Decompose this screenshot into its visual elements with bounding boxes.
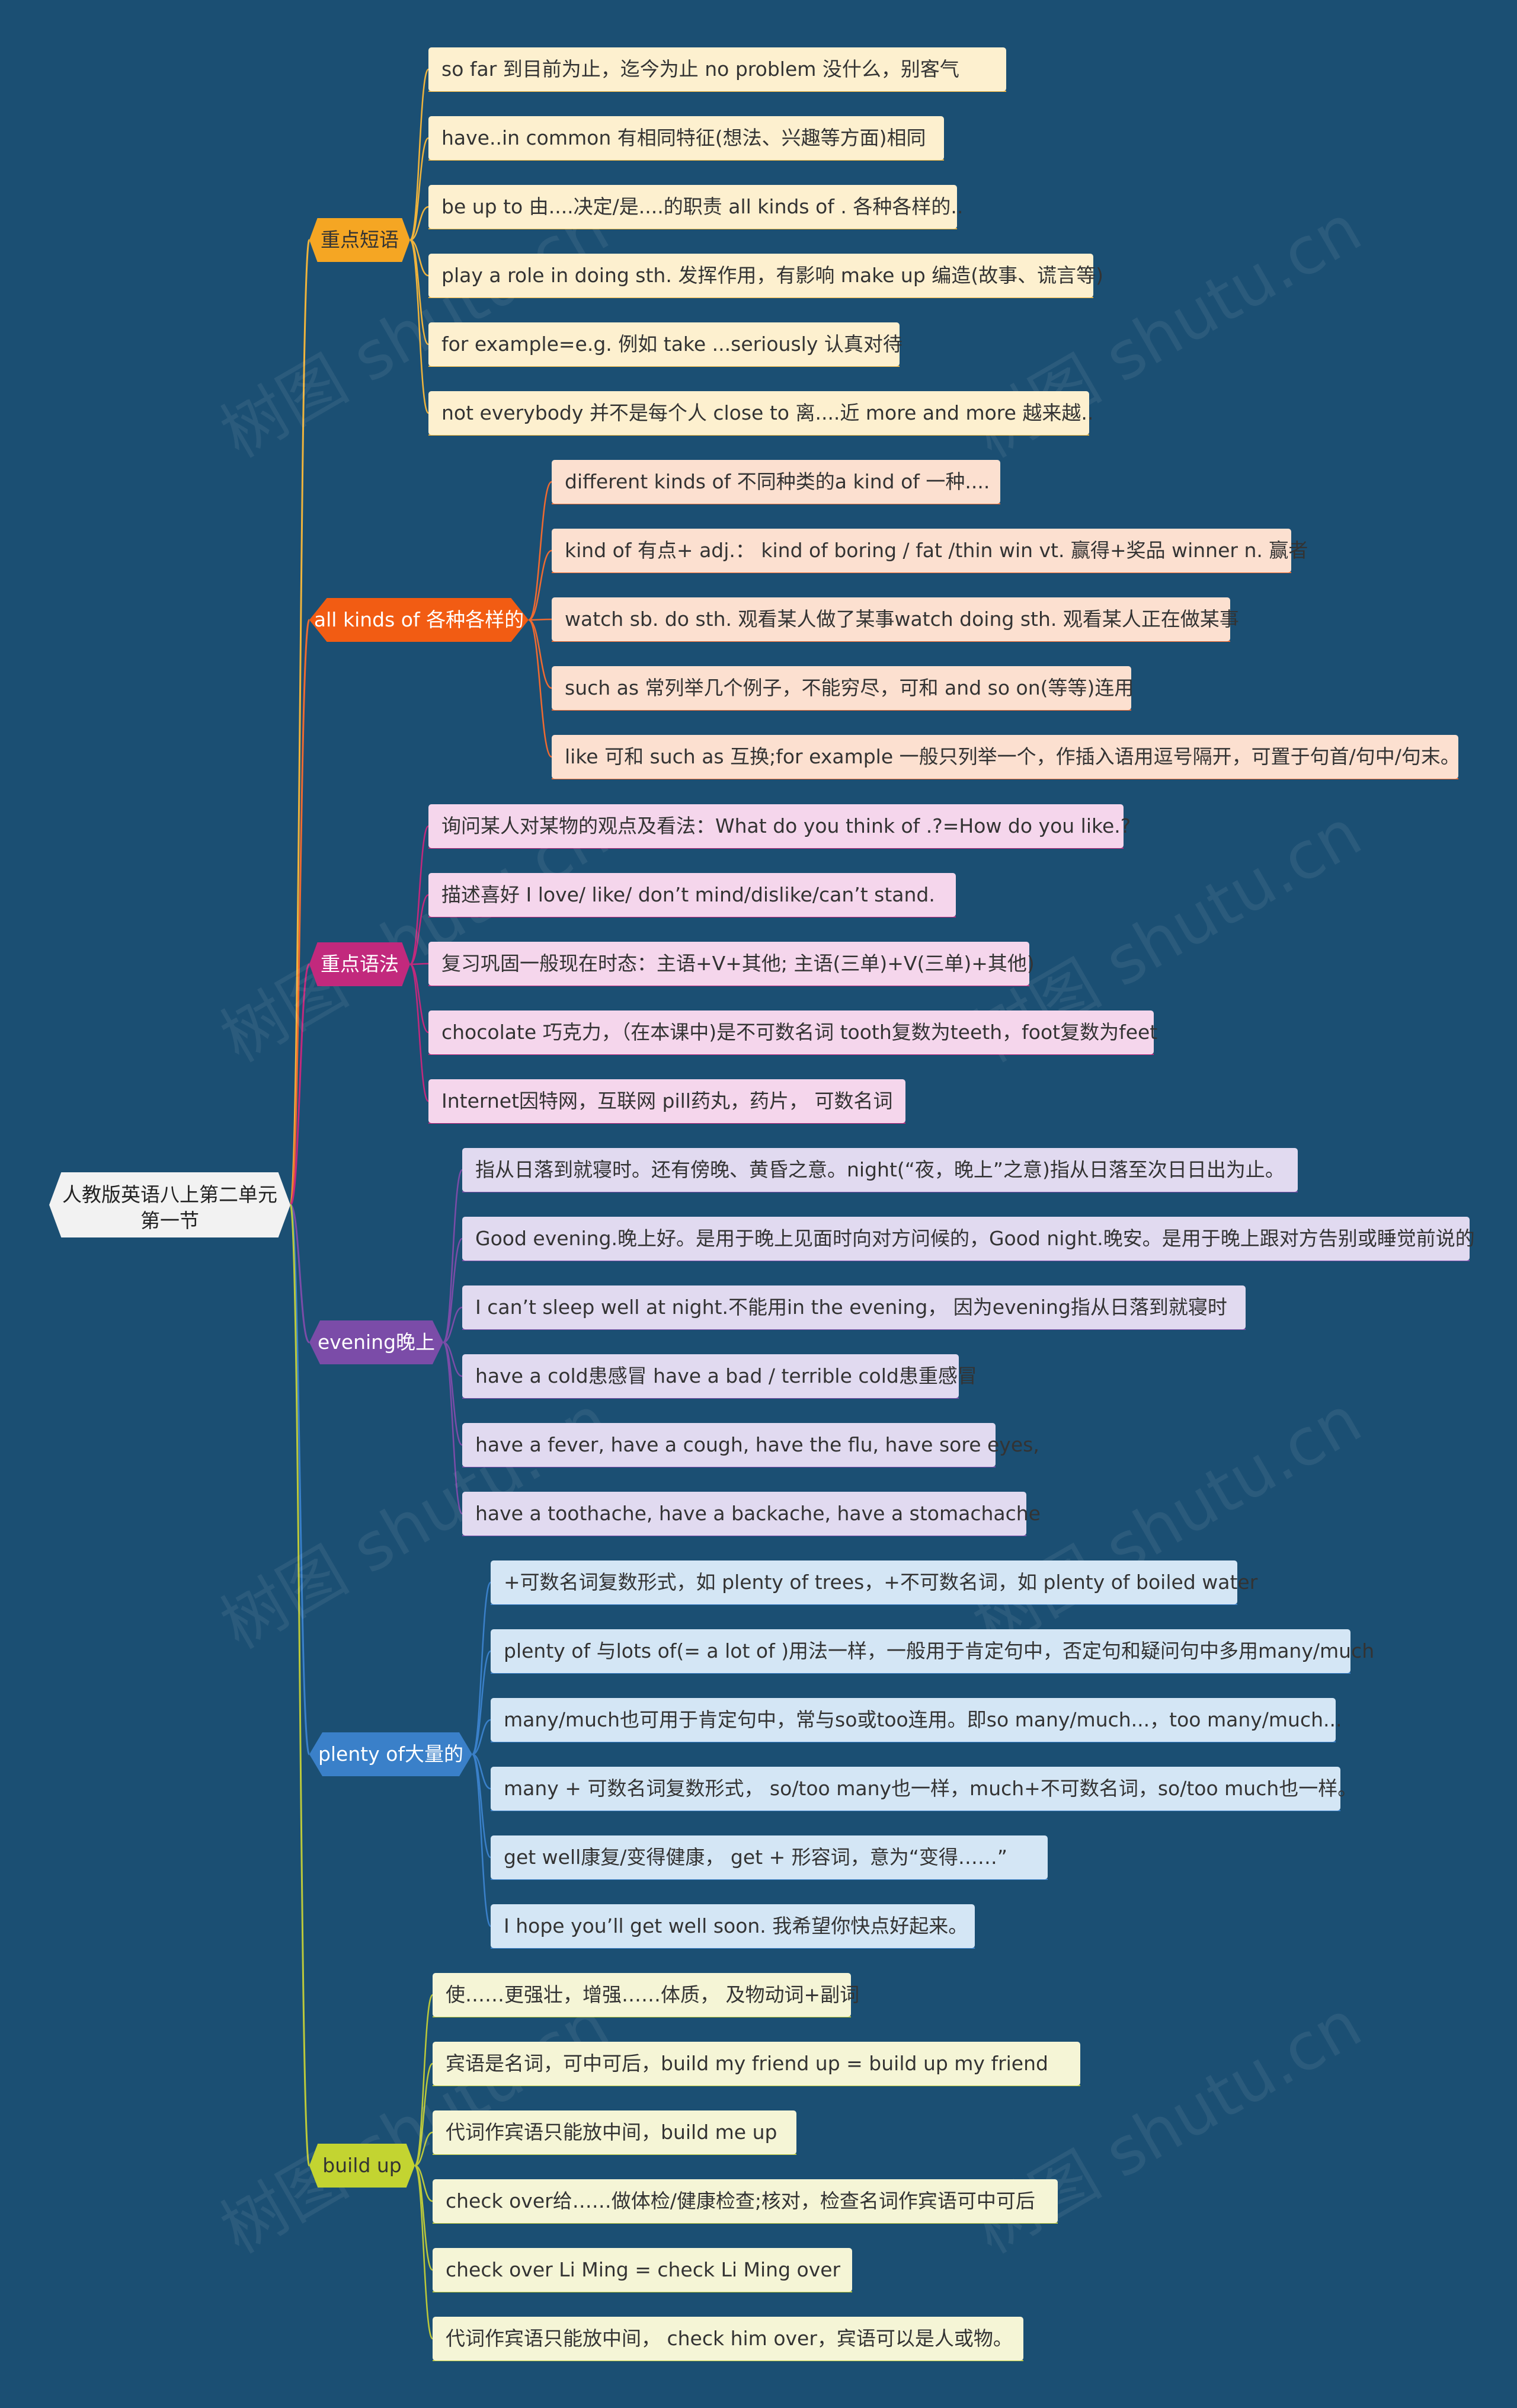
leaf-node[interactable]: have a toothache, have a backache, have … [462,1492,1041,1536]
connector-line [442,1169,463,1344]
leaf-node[interactable]: kind of 有点+ adj.： kind of boring / fat /… [552,529,1308,573]
leaf-node[interactable]: be up to 由....决定/是....的职责 all kinds of .… [428,185,963,229]
leaf-node[interactable]: check over Li Ming = check Li Ming over [433,2248,852,2292]
connector-line [471,1650,492,1755]
connector-line [289,963,311,1206]
leaf-node[interactable]: not everybody 并不是每个人 close to 离....近 mor… [428,391,1093,435]
leaf-node[interactable]: +可数名词复数形式，如 plenty of trees，+不可数名词，如 ple… [491,1560,1257,1604]
connector-line [414,2164,433,2202]
leaf-node[interactable]: check over给……做体检/健康检查;核对，检查名词作宾语可中可后 [433,2179,1058,2223]
leaf-node[interactable]: many/much也可用于肯定句中，常与so或too连用。即so many/mu… [491,1698,1342,1742]
leaf-node[interactable]: like 可和 such as 互换;for example 一般只列举一个，作… [552,735,1460,779]
connector-line [409,239,429,277]
connector-line [472,1719,491,1755]
connector-line [409,137,429,241]
leaf-node[interactable]: have..in common 有相同特征(想法、兴趣等方面)相同 [428,116,944,160]
connector-line [409,239,430,414]
leaf-node[interactable]: so far 到目前为止，迄今为止 no problem 没什么，别客气 [428,47,1006,91]
connector-line [289,1204,311,2167]
connector-line [289,619,311,1206]
connector-line [472,1753,491,1790]
branch-node[interactable]: build up [309,2144,415,2188]
connector-line [289,239,311,1206]
leaf-node[interactable]: for example=e.g. 例如 take ...seriously 认真… [428,322,902,366]
leaf-node[interactable]: Good evening.晚上好。是用于晚上见面时向对方问候的，Good nig… [462,1217,1475,1261]
connector-line [409,963,429,1034]
leaf-node[interactable]: 使……更强壮，增强……体质， 及物动词+副词 [433,1973,859,2017]
leaf-node[interactable]: 代词作宾语只能放中间，build me up [433,2110,796,2154]
leaf-node[interactable]: 描述喜好 I love/ like/ don’t mind/dislike/ca… [428,873,956,917]
leaf-node[interactable]: I hope you’ll get well soon. 我希望你快点好起来。 [491,1904,975,1948]
connector-line [443,1237,463,1344]
leaf-node[interactable]: I can’t sleep well at night.不能用in the ev… [462,1285,1246,1329]
leaf-node[interactable]: have a cold患感冒 have a bad / terrible col… [462,1354,977,1398]
connector-line [471,1581,492,1755]
leaf-node[interactable]: 代词作宾语只能放中间， check him over，宾语可以是人或物。 [433,2317,1023,2361]
connector-line [528,481,552,621]
leaf-node[interactable]: different kinds of 不同种类的a kind of 一种.... [552,460,1000,504]
branch-node[interactable]: 重点语法 [309,942,410,986]
leaf-node[interactable]: 指从日落到就寝时。还有傍晚、黄昏之意。night(“夜，晚上”之意)指从日落至次… [462,1148,1298,1192]
leaf-node[interactable]: plenty of 与lots of(= a lot of )用法一样，一般用于… [491,1629,1374,1673]
connector-line [528,549,552,621]
leaf-node[interactable]: 宾语是名词，可中可后，build my friend up = build up… [433,2042,1080,2086]
connector-line [289,1204,311,1344]
connector-line [528,618,552,621]
leaf-node[interactable]: play a role in doing sth. 发挥作用，有影响 make … [428,254,1103,298]
leaf-node[interactable]: have a fever, have a cough, have the flu… [462,1423,1039,1467]
connector-line [414,2131,433,2167]
leaf-node[interactable]: many + 可数名词复数形式， so/too many也一样，much+不可数… [491,1767,1357,1811]
connector-line [528,619,552,758]
connector-line [414,2062,434,2167]
connector-line [414,1994,434,2167]
branch-node[interactable]: all kinds of 各种各样的 [309,598,529,642]
leaf-node[interactable]: watch sb. do sth. 观看某人做了某事watch doing st… [552,597,1239,641]
connector-line [471,1753,492,1927]
connector-line [409,68,430,241]
branch-node[interactable]: evening晚上 [309,1320,443,1364]
leaf-node[interactable]: 复习巩固一般现在时态：主语+V+其他; 主语(三单)+V(三单)+其他) [428,942,1035,986]
connector-line [409,206,429,241]
leaf-node[interactable]: Internet因特网，互联网 pill药丸，药片， 可数名词 [428,1079,905,1123]
connector-line [443,1341,463,1446]
connector-line [409,825,430,965]
connector-line [409,963,430,1102]
root-node[interactable]: 人教版英语八上第二单元 第一节 [49,1172,290,1237]
connector-line [442,1341,463,1515]
root-title-line2: 第一节 [140,1209,199,1232]
leaf-node[interactable]: chocolate 巧克力，（在本课中)是不可数名词 tooth复数为teeth… [428,1010,1157,1054]
leaf-node[interactable]: get well康复/变得健康， get + 形容词，意为“变得……” [491,1835,1048,1879]
connector-line [443,1341,463,1377]
connector-line [409,894,429,965]
branch-node[interactable]: plenty of大量的 [309,1732,472,1776]
connector-line [528,619,552,689]
connector-line [443,1306,463,1344]
leaf-node[interactable]: 询问某人对某物的观点及看法：What do you think of .?=Ho… [428,804,1131,848]
leaf-node[interactable]: such as 常列举几个例子，不能穷尽，可和 and so on(等等)连用 [552,666,1134,710]
root-title-line1: 人教版英语八上第二单元 [62,1183,277,1206]
connector-line [414,2164,434,2340]
branch-node[interactable]: 重点短语 [309,218,410,262]
